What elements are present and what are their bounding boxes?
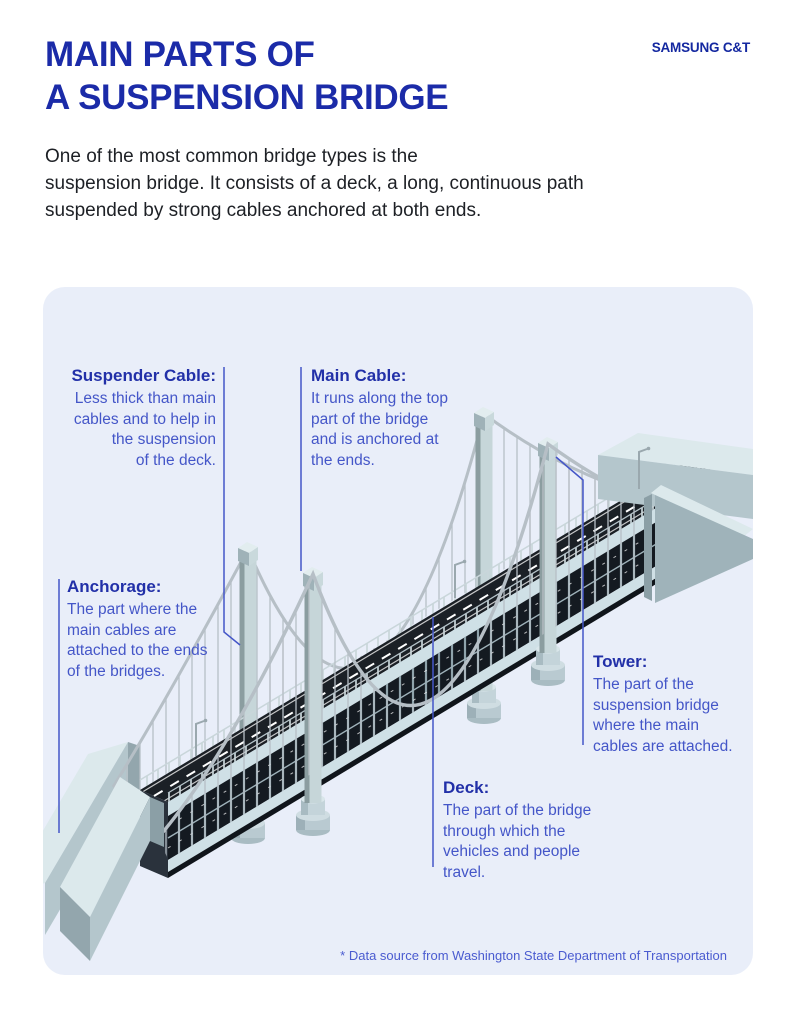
- street-lamps: [195, 446, 651, 756]
- main-cable-label: Main Cable: It runs along the top part o…: [311, 365, 476, 472]
- deck-label-body: The part of the bridge through which the…: [443, 801, 592, 882]
- leader-lines: [58, 367, 584, 867]
- anchorage-label: Anchorage: The part where the main cable…: [67, 576, 237, 683]
- suspender-cable-label: Suspender Cable: Less thick than main ca…: [55, 365, 216, 472]
- deck-label: Deck: The part of the bridge through whi…: [443, 777, 631, 884]
- suspender-cable-leader-line: [223, 367, 241, 646]
- anchorage-right-rear-block: [598, 433, 753, 519]
- intro-paragraph: One of the most common bridge types is t…: [45, 146, 584, 221]
- tower-label: Tower: The part of the suspension bridge…: [593, 651, 751, 758]
- data-source-footnote: * Data source from Washington State Depa…: [340, 948, 727, 963]
- suspender-cable-label-title: Suspender Cable:: [71, 366, 216, 385]
- tower-label-body: The part of the suspension bridge where …: [593, 675, 733, 756]
- anchorage-left-front-block: [60, 777, 164, 961]
- main-cable-label-title: Main Cable:: [311, 366, 407, 385]
- suspender-cable-label-body: Less thick than main cables and to help …: [73, 389, 216, 470]
- front-main-cable: [161, 441, 701, 834]
- page-title: MAIN PARTS OF A SUSPENSION BRIDGE: [45, 35, 449, 118]
- front-suspender-cables: [163, 444, 700, 860]
- tower-label-title: Tower:: [593, 652, 648, 671]
- anchorage-right-front-block: [644, 485, 753, 603]
- main-cable-label-body: It runs along the top part of the bridge…: [311, 389, 449, 470]
- diagram-card: Suspender Cable: Less thick than main ca…: [43, 287, 753, 975]
- anchorage-label-title: Anchorage:: [67, 577, 162, 596]
- anchorage-label-body: The part where the main cables are attac…: [67, 600, 208, 681]
- bridge-illustration: [43, 367, 753, 961]
- deck-label-title: Deck:: [443, 778, 490, 797]
- tower-leader-line: [555, 456, 584, 745]
- samsung-ct-logo: SAMSUNG C&T: [651, 40, 751, 55]
